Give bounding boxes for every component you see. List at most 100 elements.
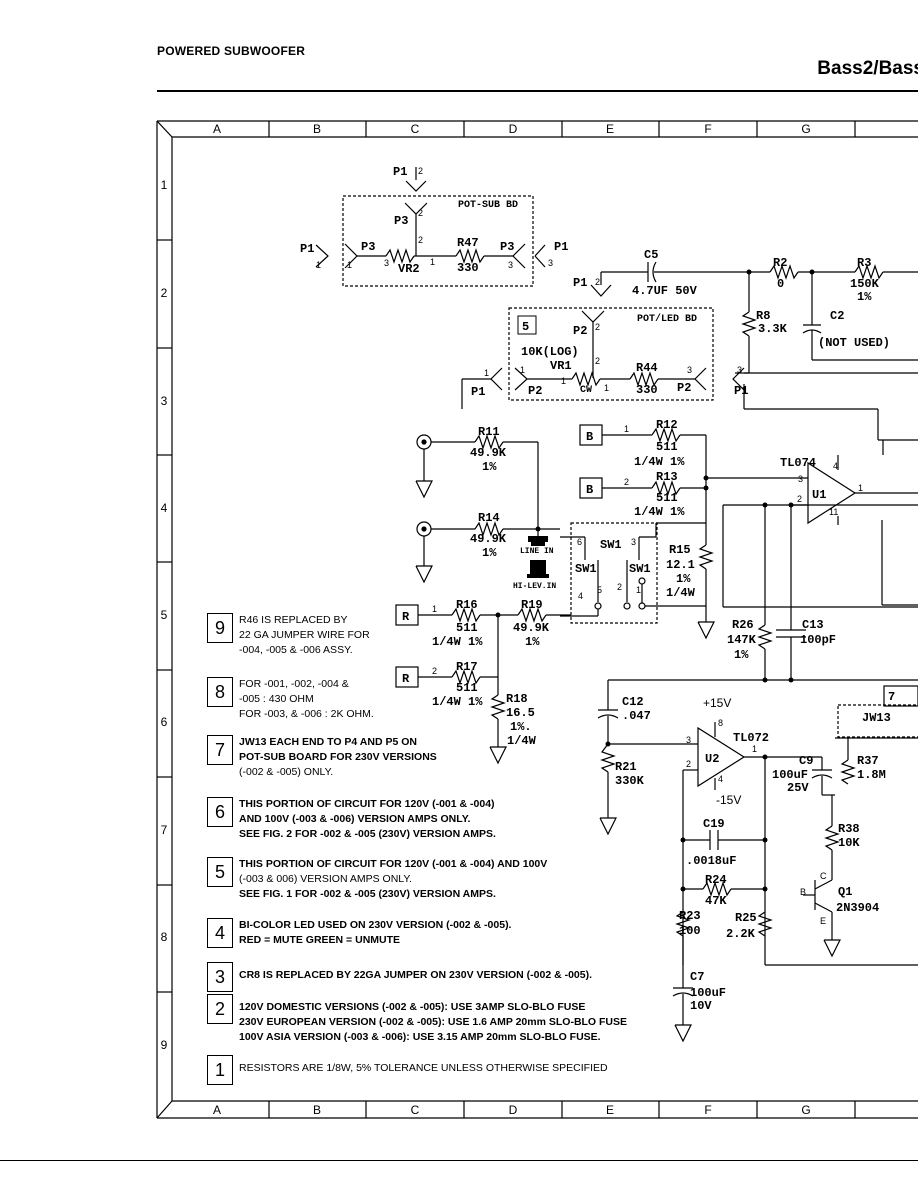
component-label: 511 bbox=[456, 681, 478, 695]
component-label: C19 bbox=[703, 817, 725, 831]
component-label: R26 bbox=[732, 618, 754, 632]
component-label: 1 bbox=[430, 257, 435, 267]
component-label: 3 bbox=[548, 258, 553, 268]
component-label: 1 bbox=[316, 260, 321, 270]
note-line: (-002 & -005) ONLY. bbox=[239, 766, 334, 778]
note-line: (-003 & 006) VERSION AMPS ONLY. bbox=[239, 873, 412, 885]
component-label: 4 bbox=[718, 774, 723, 784]
component-label: 1% bbox=[482, 460, 497, 474]
component-label: P1 bbox=[471, 385, 485, 399]
note-line: R46 IS REPLACED BY bbox=[239, 614, 348, 626]
header-title: POWERED SUBWOOFER bbox=[157, 44, 306, 58]
component-label: C13 bbox=[802, 618, 824, 632]
grid-col-label: A bbox=[213, 122, 221, 136]
component-label: P1 bbox=[393, 165, 407, 179]
component-label: P1 bbox=[734, 384, 748, 398]
grid-col-label: B bbox=[313, 1103, 321, 1117]
note-line: CR8 IS REPLACED BY 22GA JUMPER ON 230V V… bbox=[239, 969, 593, 981]
component-label: 3 bbox=[687, 365, 692, 375]
grid-col-label: A bbox=[213, 1103, 221, 1117]
component-label: 1 bbox=[520, 365, 525, 375]
component-label: HI-LEV.IN bbox=[513, 582, 556, 591]
component-label: 1/4W 1% bbox=[634, 505, 685, 519]
component-label: 8 bbox=[718, 718, 723, 728]
component-label: 16.5 bbox=[506, 706, 535, 720]
component-label: 1/4W 1% bbox=[634, 455, 685, 469]
component-label: 4 bbox=[833, 461, 838, 471]
component-label: JW13 bbox=[862, 711, 891, 725]
component-label: 1 bbox=[484, 368, 489, 378]
note-number: 2 bbox=[207, 994, 233, 1024]
component-label: (NOT USED) bbox=[818, 336, 890, 350]
component-label: 1% bbox=[676, 572, 691, 586]
note-line: 22 GA JUMPER WIRE FOR bbox=[239, 629, 370, 641]
component-label: C7 bbox=[690, 970, 704, 984]
circuit-wires bbox=[315, 167, 918, 1043]
component-label: B bbox=[800, 887, 806, 897]
note-line: BI-COLOR LED USED ON 230V VERSION (-002 … bbox=[239, 919, 512, 931]
note-number: 7 bbox=[207, 735, 233, 765]
component-label: SW1 bbox=[575, 562, 597, 576]
component-label: 3 bbox=[798, 474, 803, 484]
component-label: 2 bbox=[686, 759, 691, 769]
component-label: 2 bbox=[624, 477, 629, 487]
grid-col-label: C bbox=[411, 122, 420, 136]
component-label: R13 bbox=[656, 470, 678, 484]
component-label: R23 bbox=[679, 909, 701, 923]
component-label: 7 bbox=[888, 690, 895, 704]
component-label: .047 bbox=[622, 709, 651, 723]
component-label: R3 bbox=[857, 256, 871, 270]
component-label: R38 bbox=[838, 822, 860, 836]
note-line: JW13 EACH END TO P4 AND P5 ON bbox=[239, 736, 417, 748]
footer-rule bbox=[0, 1160, 918, 1161]
note-number: 8 bbox=[207, 677, 233, 707]
note-line: FOR -003, & -006 : 2K OHM. bbox=[239, 708, 374, 720]
grid-col-label: E bbox=[606, 1103, 614, 1117]
component-label: CW bbox=[580, 385, 592, 396]
component-label: U2 bbox=[705, 752, 719, 766]
component-label: VR1 bbox=[550, 359, 572, 373]
grid-col-label: D bbox=[509, 1103, 518, 1117]
component-label: R12 bbox=[656, 418, 678, 432]
component-label: 100pF bbox=[800, 633, 836, 647]
component-label: P2 bbox=[528, 384, 542, 398]
component-label: 0 bbox=[777, 277, 784, 291]
component-label: U1 bbox=[812, 488, 826, 502]
component-label: 1 bbox=[604, 383, 609, 393]
component-label: C9 bbox=[799, 754, 813, 768]
grid-row-label: 4 bbox=[161, 501, 168, 515]
note-line: RESISTORS ARE 1/8W, 5% TOLERANCE UNLESS … bbox=[239, 1062, 608, 1074]
note-number: 3 bbox=[207, 962, 233, 992]
component-label: 5 bbox=[522, 320, 529, 334]
component-label: 2 bbox=[595, 356, 600, 366]
component-label: 6 bbox=[577, 537, 582, 547]
component-label: B bbox=[586, 430, 593, 444]
component-label: 511 bbox=[456, 621, 478, 635]
note-number: 4 bbox=[207, 918, 233, 948]
component-label: B bbox=[586, 483, 593, 497]
grid-row-label: 8 bbox=[161, 930, 168, 944]
component-label: C12 bbox=[622, 695, 644, 709]
component-label: R47 bbox=[457, 236, 479, 250]
grid-row-label: 3 bbox=[161, 394, 168, 408]
note-line: RED = MUTE GREEN = UNMUTE bbox=[239, 934, 401, 946]
component-label: 1/4W 1% bbox=[432, 635, 483, 649]
component-label: 1% bbox=[525, 635, 540, 649]
grid-col-label: C bbox=[411, 1103, 420, 1117]
grid-col-label: G bbox=[801, 122, 810, 136]
component-label: 2 bbox=[418, 208, 423, 218]
component-label: 2 bbox=[418, 235, 423, 245]
component-label: 1% bbox=[734, 648, 749, 662]
component-label: SW1 bbox=[600, 538, 622, 552]
component-label: Q1 bbox=[838, 885, 852, 899]
component-label: 10V bbox=[690, 999, 712, 1013]
component-label: +15V bbox=[703, 696, 731, 710]
component-label: R25 bbox=[735, 911, 757, 925]
component-label: 47K bbox=[705, 894, 727, 908]
component-label: 49.9K bbox=[470, 446, 507, 460]
component-label: 1 bbox=[624, 424, 629, 434]
component-label: -15V bbox=[716, 793, 741, 807]
component-label: P3 bbox=[500, 240, 514, 254]
component-label: P3 bbox=[394, 214, 408, 228]
component-label: 1.8M bbox=[857, 768, 886, 782]
